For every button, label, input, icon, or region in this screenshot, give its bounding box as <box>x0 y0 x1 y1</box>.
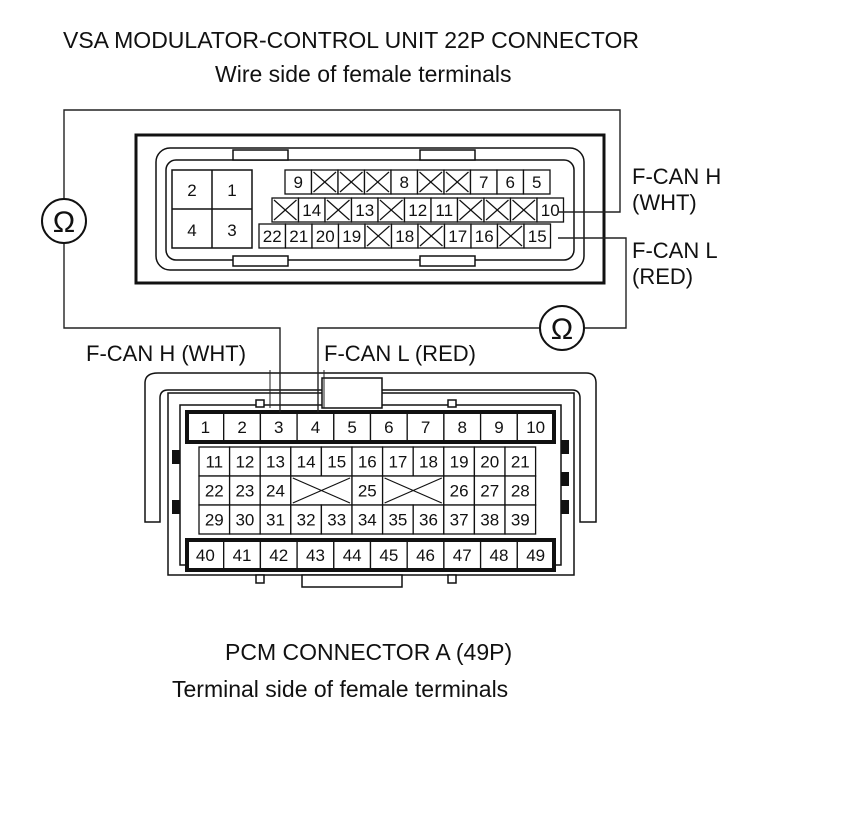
terminal-number: 14 <box>302 201 321 220</box>
terminal-number: 9 <box>294 173 303 192</box>
terminal-number: 8 <box>458 418 467 437</box>
terminal-number: 13 <box>266 453 285 472</box>
terminal-number: 17 <box>448 227 467 246</box>
terminal-number: 11 <box>205 453 223 472</box>
svg-text:Ω: Ω <box>551 313 573 346</box>
terminal-number: 3 <box>227 221 236 240</box>
label-fcan-l-pcm: F-CAN L (RED) <box>324 341 476 366</box>
terminal-number: 28 <box>511 482 530 501</box>
terminal-number: 31 <box>266 511 285 530</box>
terminal-number: 39 <box>511 511 530 530</box>
terminal-number: 16 <box>358 453 377 472</box>
terminal-number: 4 <box>187 221 196 240</box>
terminal-number: 26 <box>450 482 469 501</box>
terminal-number: 42 <box>269 546 288 565</box>
terminal-number: 6 <box>384 418 393 437</box>
terminal-number: 17 <box>388 453 407 472</box>
terminal-number: 44 <box>343 546 362 565</box>
terminal-number: 14 <box>297 453 316 472</box>
label-fcan-l-vsa: F-CAN L <box>632 238 718 263</box>
vsa-subtitle: Wire side of female terminals <box>215 61 512 87</box>
terminal-number: 2 <box>187 181 196 200</box>
terminal-number: 46 <box>416 546 435 565</box>
terminal-number: 21 <box>511 453 530 472</box>
ohmmeter-icon: Ω <box>539 305 585 351</box>
terminal-number: 4 <box>311 418 320 437</box>
terminal-number: 7 <box>479 173 488 192</box>
wire-fcan-h <box>63 109 621 412</box>
terminal-number: 13 <box>355 201 374 220</box>
terminal-number: 9 <box>494 418 503 437</box>
svg-text:Ω: Ω <box>53 206 75 239</box>
terminal-number: 48 <box>489 546 508 565</box>
label-fcan-h-vsa-color: (WHT) <box>632 190 697 215</box>
terminal-number: 22 <box>263 227 282 246</box>
terminal-number: 2 <box>237 418 246 437</box>
terminal-number: 8 <box>400 173 409 192</box>
terminal-number: 7 <box>421 418 430 437</box>
terminal-number: 27 <box>480 482 499 501</box>
terminal-number: 23 <box>235 482 254 501</box>
terminal-number: 19 <box>450 453 469 472</box>
terminal-number: 15 <box>528 227 547 246</box>
terminal-number: 10 <box>526 418 545 437</box>
terminal-number: 16 <box>475 227 494 246</box>
terminal-number: 40 <box>196 546 215 565</box>
terminal-number: 6 <box>506 173 515 192</box>
terminal-number: 32 <box>297 511 316 530</box>
terminal-number: 34 <box>358 511 377 530</box>
terminal-number: 47 <box>453 546 472 565</box>
terminal-number: 5 <box>532 173 541 192</box>
terminal-number: 1 <box>201 418 210 437</box>
terminal-number: 1 <box>227 181 236 200</box>
terminal-number: 20 <box>316 227 335 246</box>
terminal-number: 49 <box>526 546 545 565</box>
terminal-number: 35 <box>388 511 407 530</box>
terminal-number: 5 <box>347 418 356 437</box>
terminal-number: 10 <box>541 201 560 220</box>
label-fcan-l-vsa-color: (RED) <box>632 264 693 289</box>
label-fcan-h-vsa: F-CAN H <box>632 164 721 189</box>
pcm-title: PCM CONNECTOR A (49P) <box>225 639 512 665</box>
terminal-number: 24 <box>266 482 285 501</box>
terminal-number: 29 <box>205 511 224 530</box>
terminal-number: 30 <box>235 511 254 530</box>
terminal-number: 3 <box>274 418 283 437</box>
terminal-number: 38 <box>480 511 499 530</box>
terminal-number: 19 <box>342 227 361 246</box>
terminal-number: 22 <box>205 482 224 501</box>
terminal-number: 15 <box>327 453 346 472</box>
terminal-number: 18 <box>395 227 414 246</box>
terminal-number: 43 <box>306 546 325 565</box>
vsa-title: VSA MODULATOR-CONTROL UNIT 22P CONNECTOR <box>63 27 639 53</box>
pcm-subtitle: Terminal side of female terminals <box>172 676 508 702</box>
terminal-number: 18 <box>419 453 438 472</box>
wire-fcan-l <box>317 237 627 412</box>
terminal-number: 20 <box>480 453 499 472</box>
label-fcan-h-pcm: F-CAN H (WHT) <box>86 341 246 366</box>
ohmmeter-icon: Ω <box>41 198 87 244</box>
terminal-number: 21 <box>289 227 308 246</box>
terminal-number: 11 <box>435 201 453 220</box>
terminal-number: 12 <box>235 453 254 472</box>
terminal-number: 36 <box>419 511 438 530</box>
terminal-number: 33 <box>327 511 346 530</box>
terminal-number: 25 <box>358 482 377 501</box>
terminal-number: 37 <box>450 511 469 530</box>
terminal-number: 45 <box>379 546 398 565</box>
terminal-number: 12 <box>408 201 427 220</box>
terminal-number: 41 <box>233 546 252 565</box>
